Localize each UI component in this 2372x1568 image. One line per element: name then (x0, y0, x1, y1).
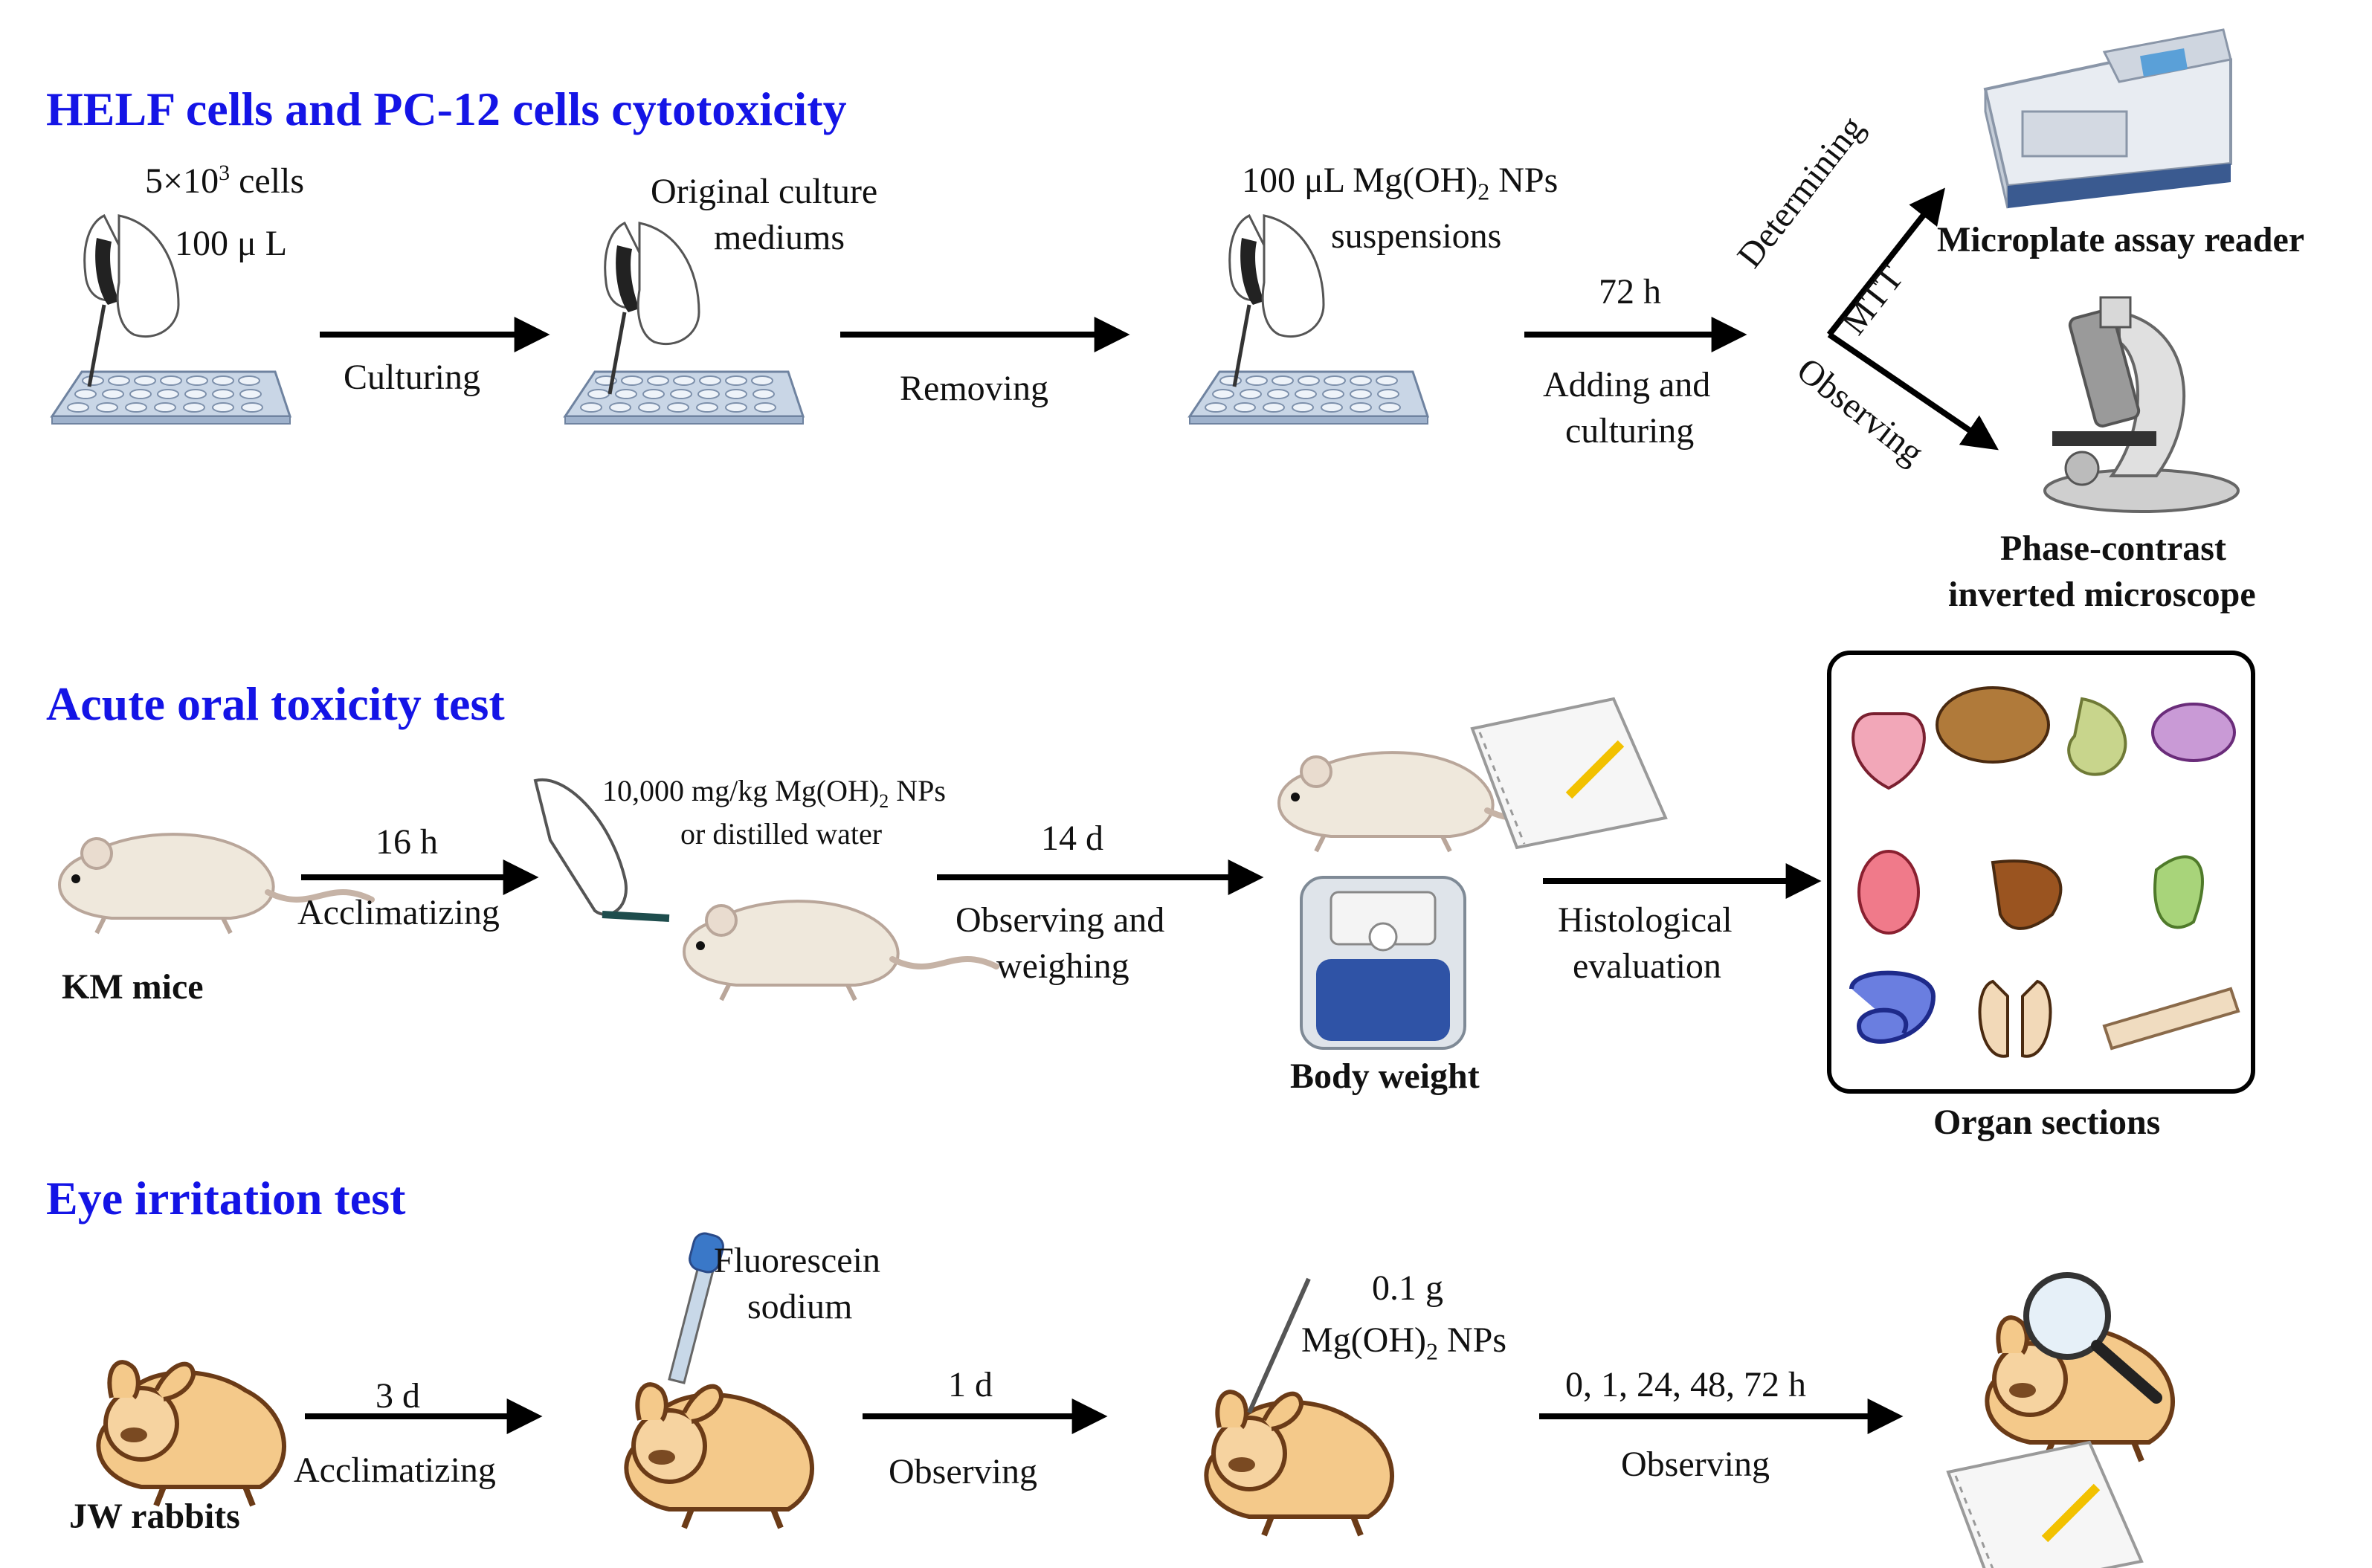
rabbit-icon-dye (626, 1384, 812, 1528)
well-plate-2 (564, 370, 805, 425)
testis-icon (1857, 850, 1920, 935)
notebook-icon-1 (1472, 699, 1666, 848)
bone-icon (2102, 987, 2240, 1051)
kidney-icon (2151, 703, 2236, 762)
organ-sections-label: Organ sections (1933, 1103, 2161, 1142)
arrow-label-observing-3: Observing (1621, 1445, 1770, 1484)
arrow-label-72h: 72 h (1599, 272, 1661, 312)
gallbladder-icon (2153, 855, 2204, 929)
arrow-label-acclimatizing-2: Acclimatizing (294, 1451, 496, 1490)
microscope-icon (2043, 296, 2240, 513)
gavage-hand-icon (533, 778, 670, 922)
arrow-label-adding: Adding and (1543, 365, 1711, 404)
arrow-label-evaluation: evaluation (1573, 946, 1721, 986)
jw-rabbits-label: JW rabbits (69, 1497, 240, 1536)
body-weight-label: Body weight (1290, 1056, 1480, 1096)
rabbit-icon-jw (98, 1362, 284, 1506)
arrow-label-16h: 16 h (376, 822, 438, 862)
tweezers-icon (1247, 1277, 1311, 1414)
magnifier-icon (2023, 1272, 2162, 1404)
pipette-icon-1 (85, 216, 178, 387)
reader-label: Microplate assay reader (1937, 220, 2305, 259)
brain-icon (1936, 686, 2050, 764)
microplate-reader-icon (1983, 28, 2232, 209)
heart-icon (1851, 712, 1926, 790)
suspension-dose-label: 100 μL Mg(OH)2 NPs (1242, 161, 1559, 205)
sodium-label: sodium (747, 1287, 853, 1326)
km-mice-label: KM mice (62, 967, 204, 1007)
lung-icon (1978, 979, 2052, 1058)
arrow-label-14d: 14 d (1041, 819, 1103, 858)
arrow-label-acclimatizing-1: Acclimatizing (297, 893, 500, 932)
nps-amount-label: 0.1 g (1372, 1268, 1443, 1308)
microscope-label-1: Phase-contrast (2000, 529, 2226, 568)
mediums-label: mediums (714, 218, 845, 257)
dropper-icon (668, 1232, 724, 1384)
arrow-observing-1 (1827, 332, 1999, 451)
section-title-cytotoxicity: HELF cells and PC-12 cells cytotoxicity (46, 83, 847, 135)
scale-icon (1300, 876, 1466, 1050)
organ-panel (1827, 651, 2255, 1094)
suspensions-label: suspensions (1331, 216, 1502, 256)
rabbit-icon-dosed (1206, 1392, 1392, 1535)
stomach-icon (2067, 697, 2127, 776)
arrow-label-1d: 1 d (948, 1365, 993, 1404)
microscope-label-2: inverted microscope (1948, 575, 2256, 614)
arrow-label-weighing: weighing (996, 946, 1129, 986)
volume-label: 100 μ L (175, 224, 288, 263)
nps-compound-label: Mg(OH)2 NPs (1301, 1320, 1507, 1365)
arrow-label-histological: Histological (1558, 900, 1733, 940)
arrow-label-culturing-2: culturing (1565, 411, 1695, 451)
arrow-label-3d: 3 d (376, 1376, 420, 1416)
section-title-eye-irritation: Eye irritation test (46, 1172, 406, 1225)
liver-icon (1991, 859, 2063, 930)
arrow-determining (1826, 187, 1945, 337)
well-plate-1 (51, 370, 291, 425)
arrow-label-removing: Removing (900, 369, 1048, 408)
dose-label: 10,000 mg/kg Mg(OH)2 NPs (602, 774, 946, 812)
notebook-icon-2 (1948, 1442, 2141, 1568)
distilled-water-label: or distilled water (680, 817, 883, 851)
well-plate-3 (1188, 370, 1429, 425)
section-title-oral-toxicity: Acute oral toxicity test (46, 677, 505, 730)
pipette-icon-2 (605, 223, 699, 394)
arrow-label-observing-weighing: Observing and (955, 900, 1165, 940)
original-culture-label: Original culture (651, 172, 878, 211)
intestine-icon (1849, 970, 1936, 1044)
pipette-icon-3 (1230, 216, 1324, 387)
arrow-label-culturing: Culturing (344, 358, 481, 397)
fluorescein-label: Fluorescein (714, 1241, 880, 1280)
mouse-icon-gavage (684, 901, 996, 1000)
arrow-label-hours: 0, 1, 24, 48, 72 h (1565, 1365, 1806, 1404)
arrow-label-observing-2: Observing (889, 1452, 1037, 1491)
cell-count-label: 5×103 cells (145, 161, 305, 201)
